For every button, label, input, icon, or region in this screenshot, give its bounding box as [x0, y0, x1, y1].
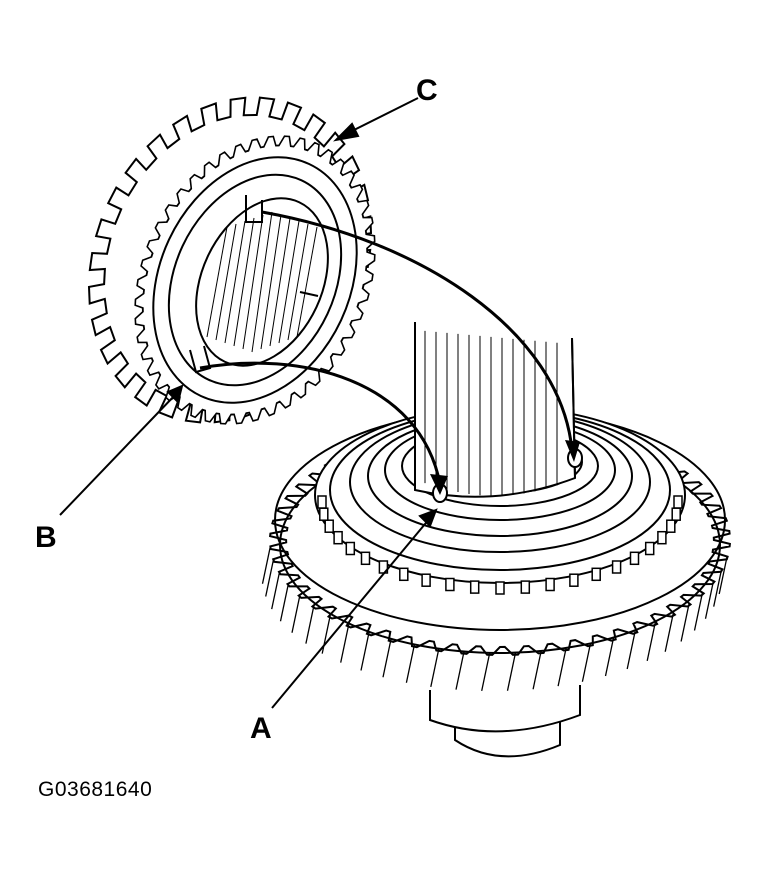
- bore-spline: [260, 214, 282, 350]
- synchro-tooth: [591, 567, 601, 582]
- gear-tooth-face: [532, 651, 542, 690]
- synchro-tooth: [360, 551, 371, 566]
- gear-tooth-face: [360, 632, 370, 671]
- alignment-arrows: [199, 210, 580, 495]
- arrow-top-slot-to-shaft: [261, 210, 574, 451]
- synchro-tooth: [629, 551, 640, 566]
- gear-tooth-face: [718, 555, 728, 595]
- synchro-tooth: [666, 519, 676, 533]
- synchro-tooth: [657, 530, 667, 545]
- bore-spline: [251, 211, 273, 353]
- synchro-tooth: [673, 495, 683, 509]
- synchro-tooth: [545, 577, 555, 592]
- gear-tooth-face: [604, 637, 615, 677]
- bore-spline: [278, 220, 300, 344]
- synchro-tooth: [333, 530, 343, 545]
- bore-spline: [233, 217, 255, 347]
- gear-tooth-face: [581, 643, 592, 682]
- bottom-hub: [429, 685, 581, 758]
- arrowhead-right: [565, 440, 580, 462]
- gear-tooth-face: [382, 639, 392, 678]
- bore-spline: [206, 226, 228, 338]
- label-c: C: [416, 74, 438, 107]
- gear-tooth-face: [626, 630, 636, 670]
- synchro-tooth: [317, 495, 327, 509]
- gear-tooth-face: [506, 652, 517, 691]
- shaft: [414, 322, 577, 498]
- synchro-tooth: [520, 580, 531, 594]
- synchro-tooth: [611, 560, 622, 574]
- gear-tooth-face: [455, 651, 465, 690]
- synchro-tooth: [644, 541, 655, 556]
- synchro-tooth: [569, 573, 579, 587]
- synchro-tooth: [495, 581, 505, 595]
- gear-tooth-face: [680, 603, 690, 642]
- synchro-cone-teeth: [317, 495, 683, 595]
- gear-tooth-face: [305, 605, 315, 644]
- synchro-tooth: [399, 567, 409, 582]
- arrowhead-a: [430, 474, 448, 495]
- label-b: B: [35, 521, 57, 554]
- synchro-tooth: [324, 519, 334, 533]
- bore-spline: [242, 214, 264, 350]
- gear-tooth-face: [557, 647, 567, 687]
- synchro-tooth: [421, 573, 431, 587]
- synchro-tooth: [345, 541, 356, 556]
- gear-tooth-face: [646, 622, 656, 662]
- leader-lines: [59, 97, 438, 709]
- gear-tooth-face: [430, 648, 440, 688]
- bore-spline: [296, 226, 318, 338]
- bore-spline: [224, 220, 246, 344]
- label-a: A: [250, 712, 272, 745]
- synchro-tooth: [319, 507, 329, 521]
- gear-tooth-face: [291, 594, 301, 633]
- gear-tooth-face: [321, 615, 331, 654]
- gear-tooth-face: [405, 644, 416, 683]
- gear-tooth-face: [713, 568, 723, 607]
- gear-tooth-face: [340, 624, 350, 663]
- gear-tooth-face: [279, 583, 290, 622]
- gear-tooth-face: [704, 580, 715, 619]
- bore-spline: [269, 217, 291, 347]
- synchro-sleeve: [87, 96, 376, 425]
- gear-tooth-face: [261, 545, 272, 584]
- gear-assembly: [261, 322, 731, 758]
- gear-tooth-face: [271, 570, 281, 610]
- arrow-slot-b-to-a: [199, 361, 442, 485]
- synchro-tooth: [469, 580, 480, 594]
- gear-tooth-face: [265, 558, 275, 597]
- bore-spline: [215, 223, 237, 341]
- gear-tooth-face: [693, 592, 704, 631]
- synchro-tooth: [671, 507, 681, 521]
- figure-id: G03681640: [38, 778, 153, 801]
- gear-tooth-face: [664, 613, 674, 652]
- gear-tooth-face: [481, 652, 491, 692]
- bore-spline: [287, 223, 309, 341]
- synchro-tooth: [445, 577, 455, 592]
